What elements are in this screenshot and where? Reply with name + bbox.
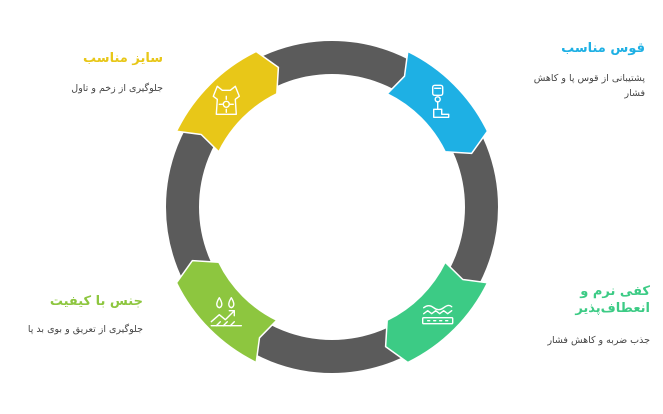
label-soft-insole: کفی نرم و انعطاف‌پذیر جذب ضربه و کاهش فش… — [535, 283, 650, 348]
segment-quality-material — [175, 259, 278, 364]
ring — [166, 41, 498, 373]
segment-soft-insole — [384, 261, 489, 364]
desc-arch-support: پشتیبانی از قوس پا و کاهش فشار — [533, 73, 645, 99]
title-proper-size: سایز مناسب — [83, 51, 163, 66]
title-quality-material: جنس با کیفیت — [49, 294, 143, 309]
label-quality-material: جنس با کیفیت جلوگیری از تعریق و بوی بد پ… — [8, 293, 143, 337]
title-soft-insole: کفی نرم و انعطاف‌پذیر — [575, 284, 650, 316]
fitting-vest-icon — [212, 85, 241, 116]
prosthetic-leg-icon — [432, 84, 450, 119]
soft-insole-icon — [422, 304, 454, 325]
desc-soft-insole: جذب ضربه و کاهش فشار — [547, 335, 650, 346]
label-proper-size: سایز مناسب جلوگیری از زخم و تاول — [28, 50, 163, 96]
desc-quality-material: جلوگیری از تعریق و بوی بد پا — [27, 324, 143, 335]
moisture-wicking-icon — [210, 297, 243, 327]
title-arch-support: قوس مناسب — [561, 41, 645, 56]
desc-proper-size: جلوگیری از زخم و تاول — [71, 83, 163, 94]
ring-track — [166, 41, 498, 373]
label-arch-support: قوس مناسب پشتیبانی از قوس پا و کاهش فشار — [530, 40, 645, 101]
